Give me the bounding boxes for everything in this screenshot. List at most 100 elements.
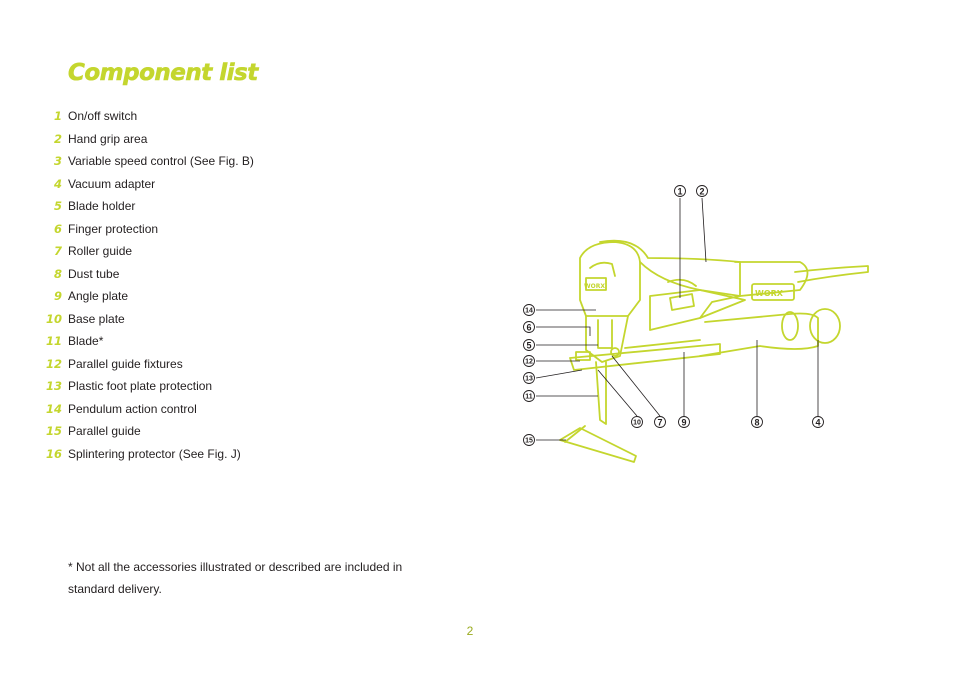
item-number: 13	[46, 379, 63, 393]
item-number: 7	[53, 244, 62, 258]
callout-circle	[678, 416, 690, 428]
callout-15: 15	[525, 438, 533, 445]
callout-circle	[523, 372, 535, 384]
callout-7: 7	[657, 418, 662, 428]
callout-13: 13	[525, 376, 533, 383]
item-label: Dust tube	[68, 266, 120, 281]
motor-body	[649, 289, 746, 331]
blade-guard	[585, 315, 629, 363]
power-cord	[794, 265, 869, 283]
callout-5: 5	[526, 341, 531, 351]
callout-6: 6	[526, 323, 531, 333]
list-item: 10 Base plate	[46, 311, 376, 334]
brand-label: WORX	[755, 289, 784, 298]
item-label: Angle plate	[68, 289, 129, 303]
item-label: Variable speed control (See Fig. B)	[68, 154, 254, 168]
callout-circle	[523, 355, 535, 367]
item-number: 14	[46, 401, 63, 416]
item-label: Vacuum adapter	[68, 176, 156, 191]
item-number: 4	[53, 176, 62, 191]
front-badge	[585, 277, 607, 291]
guide-fixture	[575, 351, 591, 361]
item-number: 6	[53, 221, 62, 236]
callout-8: 8	[754, 418, 759, 428]
page-title: Component list	[68, 60, 259, 87]
item-label: Blade*	[68, 334, 104, 348]
item-number: 12	[46, 356, 63, 371]
angle-plate	[624, 339, 701, 349]
item-label: Base plate	[68, 311, 125, 326]
brand-panel	[751, 283, 795, 301]
parallel-guide-bar	[564, 425, 586, 443]
handle-top	[599, 239, 741, 319]
callout-circle	[696, 185, 708, 197]
callout-10: 10	[633, 420, 641, 427]
list-item: 15 Parallel guide	[46, 423, 376, 446]
callout-1: 1	[677, 187, 682, 197]
adapter-collar	[781, 311, 799, 341]
item-number: 9	[53, 289, 62, 303]
blade	[595, 361, 607, 425]
callout-circle	[523, 390, 535, 402]
dust-tube	[699, 312, 819, 357]
item-number: 1	[53, 109, 62, 123]
item-label: Blade holder	[68, 199, 136, 213]
rear-housing	[734, 261, 809, 297]
item-number: 10	[46, 311, 63, 326]
callout-circle	[751, 416, 763, 428]
callout-9: 9	[681, 418, 686, 428]
list-item: 1 On/off switch	[46, 108, 376, 131]
item-number: 8	[53, 266, 62, 281]
item-label: Splintering protector (See Fig. J)	[68, 446, 241, 461]
list-item: 11 Blade*	[46, 333, 376, 356]
item-number: 15	[46, 424, 63, 438]
leader-line	[536, 326, 591, 336]
item-label: Finger protection	[68, 221, 159, 236]
vacuum-adapter	[809, 308, 841, 344]
grip-ridge	[667, 278, 697, 287]
leader-lines	[535, 197, 819, 441]
roller-guide	[610, 347, 620, 357]
item-label: Parallel guide fixtures	[68, 356, 183, 371]
page-number: 2	[466, 624, 474, 638]
leader-line	[535, 369, 583, 379]
callout-circle	[523, 321, 535, 333]
callout-circle	[674, 185, 686, 197]
item-label: On/off switch	[68, 109, 138, 123]
base-plate	[569, 343, 721, 371]
list-item: 8 Dust tube	[46, 266, 376, 289]
item-label: Roller guide	[68, 244, 133, 258]
item-label: Parallel guide	[68, 424, 141, 438]
item-label: Hand grip area	[68, 131, 148, 146]
callout-4: 4	[815, 418, 820, 428]
item-number: 5	[53, 199, 62, 213]
item-number: 11	[46, 334, 63, 348]
callout-circle	[631, 416, 643, 428]
callout-circle	[523, 434, 535, 446]
callout-2: 2	[699, 187, 704, 197]
item-label: Pendulum action control	[68, 401, 197, 416]
list-item: 4 Vacuum adapter	[46, 176, 376, 199]
callout-circle	[523, 304, 535, 316]
item-number: 3	[53, 154, 62, 168]
callout-circle	[812, 416, 824, 428]
list-item: 9 Angle plate	[46, 288, 376, 311]
footnote-line: * Not all the accessories illustrated or…	[68, 560, 403, 574]
list-item: 7 Roller guide	[46, 243, 376, 266]
callout-11: 11	[525, 394, 533, 401]
blade-holder	[597, 319, 613, 349]
list-item: 5 Blade holder	[46, 198, 376, 221]
front-housing	[579, 241, 641, 317]
callout-circle	[654, 416, 666, 428]
callout-circle	[523, 339, 535, 351]
callout-markers	[523, 185, 824, 446]
callout-12: 12	[525, 359, 533, 366]
list-item: 14 Pendulum action control	[46, 401, 376, 424]
footnote: * Not all the accessories illustrated or…	[68, 556, 428, 600]
brand-label-front: WORX	[584, 283, 605, 290]
